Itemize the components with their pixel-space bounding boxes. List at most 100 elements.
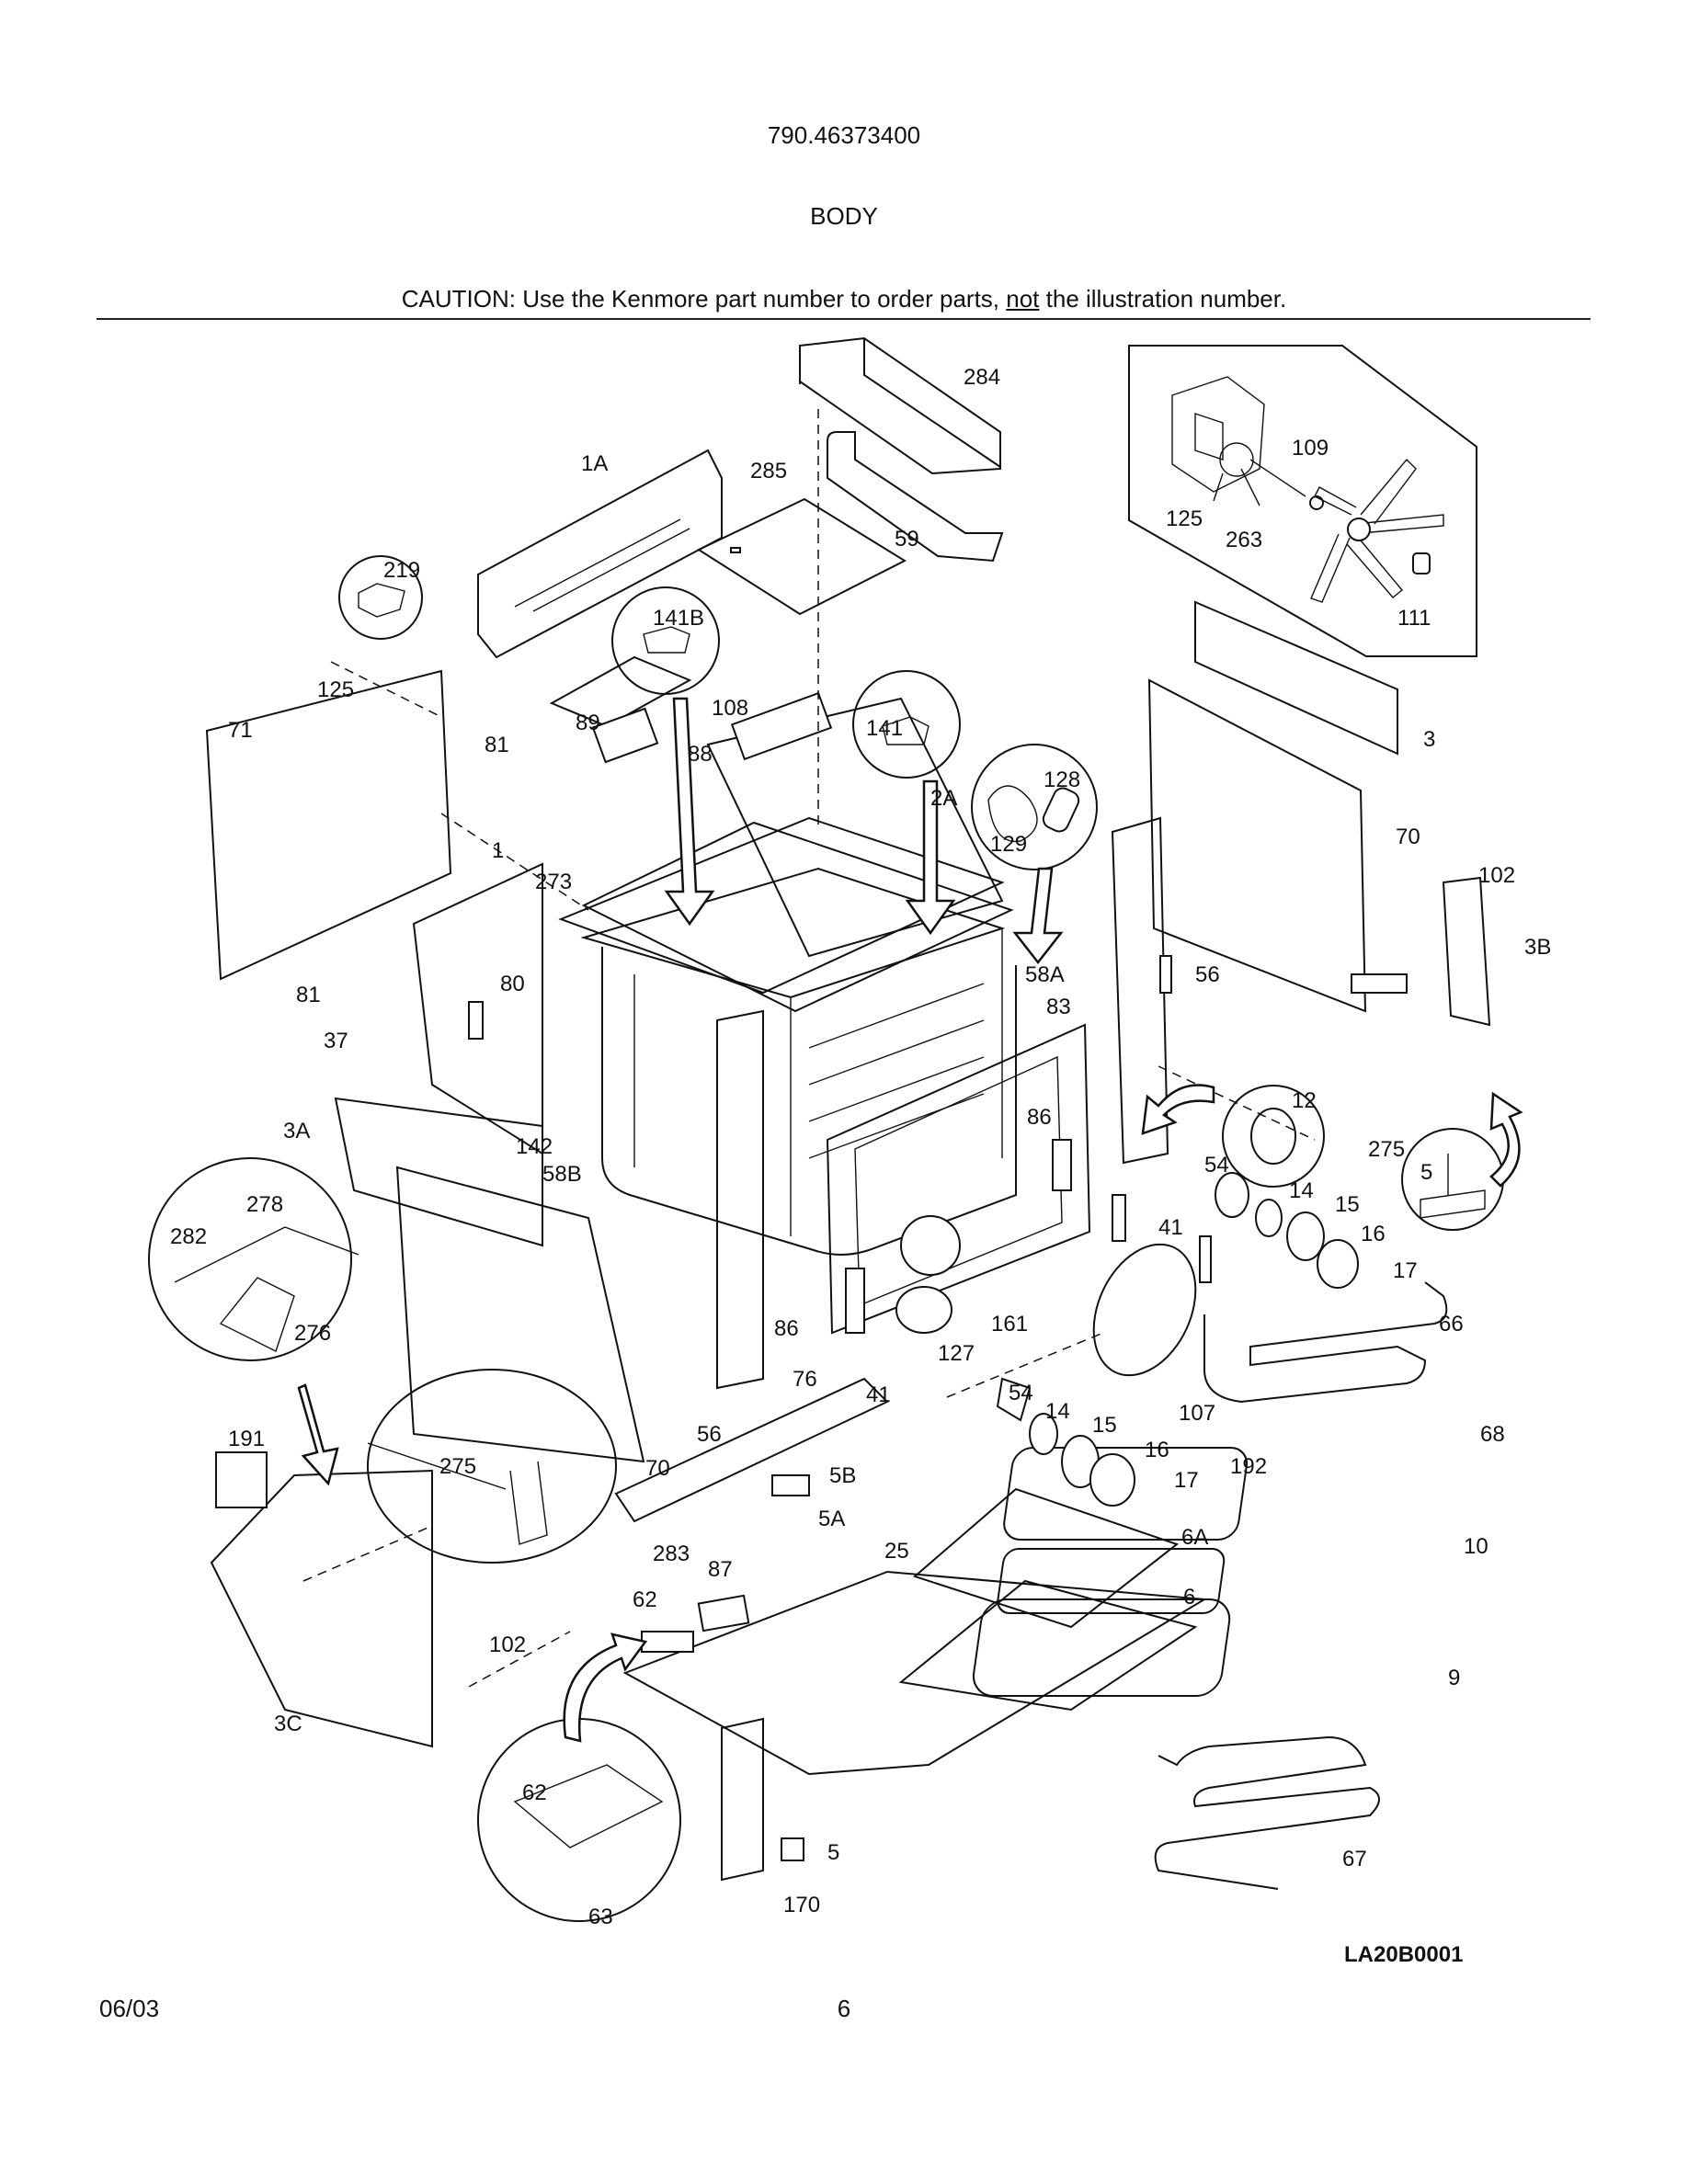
- callout-109: 109: [1292, 436, 1329, 461]
- callout-58b: 58B: [542, 1162, 582, 1187]
- callout-59: 59: [895, 527, 919, 552]
- callout-25: 25: [884, 1539, 909, 1564]
- callout-62: 62: [633, 1587, 657, 1612]
- callout-63: 63: [588, 1905, 613, 1929]
- callout-16: 16: [1361, 1222, 1386, 1246]
- callout-3c: 3C: [274, 1712, 302, 1736]
- callout-141b: 141B: [653, 606, 704, 631]
- caution-suffix: the illustration number.: [1039, 285, 1287, 313]
- callout-6a: 6A: [1181, 1525, 1208, 1550]
- section-title: BODY: [810, 202, 878, 230]
- callout-54b: 54: [1009, 1381, 1033, 1405]
- callout-141: 141: [866, 716, 903, 741]
- front-frame-83: [826, 1023, 1091, 1335]
- vent-duct-parts: [696, 336, 1004, 616]
- callout-111: 111: [1397, 606, 1431, 631]
- callout-5c: 5: [1420, 1160, 1432, 1185]
- callout-56: 56: [1195, 962, 1220, 987]
- assembly-lines: [302, 409, 1316, 1688]
- callout-170: 170: [783, 1893, 820, 1917]
- footer-date: 06/03: [99, 1995, 160, 2022]
- callout-9: 9: [1448, 1666, 1460, 1690]
- motor-inset: [1128, 345, 1477, 657]
- callout-14b: 14: [1045, 1399, 1070, 1424]
- callout-67: 67: [1342, 1847, 1367, 1871]
- callout-125b: 125: [1166, 506, 1203, 531]
- rear-panel-1a: [477, 449, 723, 659]
- detail-insets: [148, 555, 1504, 1922]
- caution-prefix: CAUTION: Use the Kenmore part number to …: [401, 285, 1007, 313]
- callout-81: 81: [485, 733, 509, 757]
- caution-emphasis: not: [1006, 285, 1040, 313]
- callout-127: 127: [938, 1341, 975, 1366]
- callout-1: 1: [492, 838, 504, 863]
- callout-87: 87: [708, 1557, 733, 1582]
- callout-15b: 15: [1092, 1413, 1117, 1438]
- callout-41b: 41: [866, 1382, 891, 1407]
- pointer-arrows: [297, 697, 1523, 1743]
- callout-5a: 5A: [818, 1507, 845, 1531]
- callout-3a: 3A: [283, 1119, 310, 1143]
- model-number: 790.46373400: [767, 121, 921, 149]
- callout-282: 282: [170, 1224, 207, 1249]
- callout-12: 12: [1292, 1088, 1317, 1113]
- callout-54: 54: [1204, 1153, 1229, 1177]
- callout-56b: 56: [697, 1422, 722, 1447]
- callout-89: 89: [576, 711, 600, 735]
- callout-125: 125: [317, 677, 354, 702]
- callout-192: 192: [1230, 1454, 1267, 1479]
- broiler-pans: [972, 1447, 1249, 1697]
- small-parts: [215, 691, 1408, 1882]
- callout-283: 283: [653, 1541, 690, 1566]
- callout-284: 284: [964, 365, 1000, 390]
- callout-71: 71: [228, 718, 253, 743]
- callout-275: 275: [439, 1454, 476, 1479]
- callout-107: 107: [1179, 1401, 1215, 1426]
- callout-108: 108: [712, 696, 748, 721]
- callout-276: 276: [294, 1321, 331, 1346]
- callout-17: 17: [1393, 1258, 1418, 1283]
- callout-142: 142: [516, 1134, 553, 1159]
- callout-37: 37: [324, 1029, 348, 1053]
- callout-278: 278: [246, 1192, 283, 1217]
- callout-275b: 275: [1368, 1137, 1405, 1162]
- heating-elements: [1154, 1281, 1448, 1890]
- callout-2a: 2A: [930, 786, 957, 811]
- callout-70b: 70: [1396, 825, 1420, 849]
- callout-219: 219: [383, 558, 420, 583]
- callout-5: 5: [827, 1840, 839, 1865]
- callout-66: 66: [1439, 1312, 1464, 1337]
- callout-76: 76: [793, 1367, 817, 1392]
- callout-102b: 102: [1478, 863, 1515, 888]
- callout-285: 285: [750, 459, 787, 483]
- callout-62b: 62: [522, 1780, 547, 1805]
- callout-10: 10: [1464, 1534, 1488, 1559]
- page-number: 6: [837, 1995, 851, 2022]
- callout-263: 263: [1226, 528, 1262, 552]
- callout-83: 83: [1046, 995, 1071, 1019]
- callout-1a: 1A: [581, 451, 608, 476]
- callout-88: 88: [688, 742, 713, 767]
- callout-labels: 284 285 59 1A 219 141B 108 89 88 141 2A …: [170, 365, 1551, 1929]
- callout-81b: 81: [296, 983, 321, 1007]
- side-panels: [205, 600, 1491, 1463]
- header-rule: [97, 318, 1591, 320]
- callout-70: 70: [645, 1456, 670, 1481]
- top-cover: [581, 697, 1014, 1013]
- callout-16b: 16: [1145, 1438, 1169, 1462]
- callout-3b: 3B: [1524, 935, 1551, 960]
- callout-3: 3: [1423, 727, 1435, 752]
- callout-17b: 17: [1174, 1468, 1199, 1493]
- callout-15: 15: [1335, 1192, 1360, 1217]
- callout-68: 68: [1480, 1422, 1505, 1447]
- callout-6: 6: [1183, 1585, 1195, 1610]
- oven-cavity: [549, 655, 1017, 1256]
- callout-273: 273: [535, 870, 572, 894]
- callout-86b: 86: [774, 1316, 799, 1341]
- inset-parts: [174, 583, 1486, 1848]
- callout-41: 41: [1158, 1215, 1183, 1240]
- callout-102: 102: [489, 1632, 526, 1657]
- callout-191: 191: [228, 1427, 265, 1451]
- diagram-code: LA20B0001: [1344, 1942, 1464, 1967]
